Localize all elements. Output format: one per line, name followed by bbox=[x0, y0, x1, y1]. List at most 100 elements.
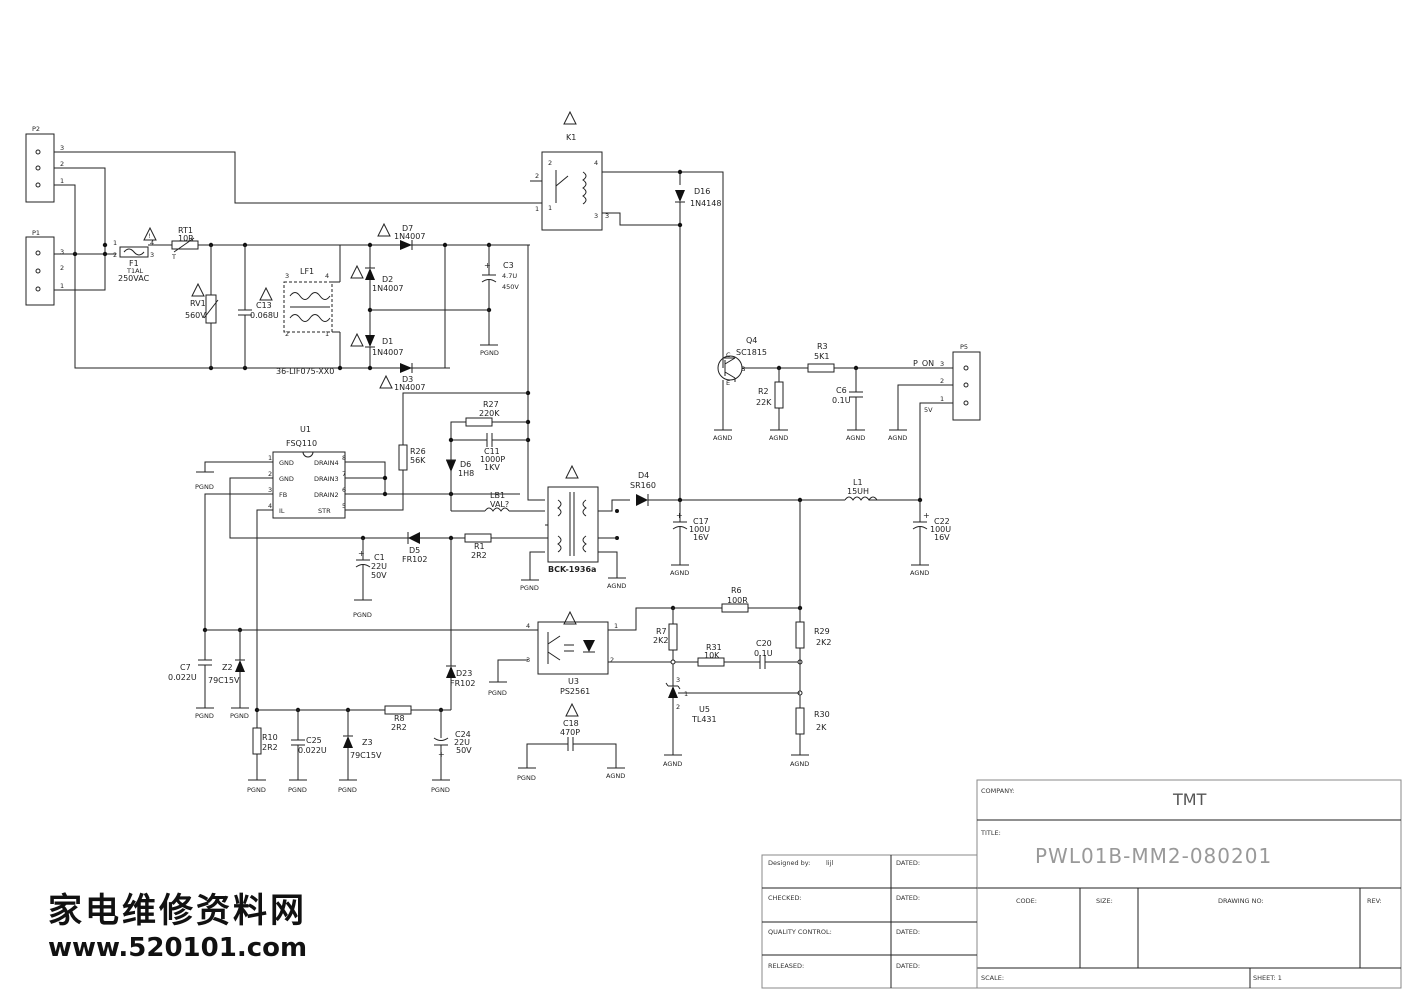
z2-ref: Z2 bbox=[222, 663, 233, 672]
connector-p2: P2 3 2 1 bbox=[25, 125, 64, 203]
p5-net-5v: 5V bbox=[924, 406, 933, 414]
input-wiring bbox=[54, 151, 530, 369]
c20-value: 0.1U bbox=[754, 649, 773, 658]
k1-pin1: 1 bbox=[548, 204, 552, 212]
u1-pin2-name: GND bbox=[279, 475, 294, 483]
svg-text:!: ! bbox=[148, 232, 151, 240]
c1-voltage: 50V bbox=[371, 571, 387, 580]
r30-ref: R30 bbox=[814, 710, 830, 719]
q4-gnd: AGND bbox=[713, 434, 732, 442]
capacitor-c24: + C24 22U 50V PGND bbox=[431, 710, 472, 794]
c11-ref: C11 bbox=[484, 447, 500, 456]
lf1-ref: LF1 bbox=[300, 267, 314, 276]
u1-pin1-num: 1 bbox=[268, 454, 272, 462]
u1-pin3-name: FB bbox=[279, 491, 287, 499]
lb1-ref: LB1 bbox=[490, 491, 505, 500]
c7-value: 0.022U bbox=[168, 673, 197, 682]
diode-d16: D16 1N4148 bbox=[675, 169, 721, 500]
lf1-pin1: 1 bbox=[325, 330, 329, 338]
u1-pin6-name: DRAIN2 bbox=[314, 491, 339, 499]
c13-value: 0.068U bbox=[250, 311, 279, 320]
r31-value: 10K bbox=[704, 651, 720, 660]
shunt-regulator-u5: 3 2 1 U5 TL431 AGND bbox=[663, 664, 800, 768]
capacitor-c7: C7 0.022U PGND bbox=[168, 627, 528, 720]
u3-gnd: PGND bbox=[488, 689, 507, 697]
r27-value: 220K bbox=[479, 409, 500, 418]
r3-value: 5K1 bbox=[814, 352, 829, 361]
u1-pin5-name: STR bbox=[318, 507, 331, 515]
lf1-pin2: 2 bbox=[285, 330, 289, 338]
drawing-no-label: DRAWING NO: bbox=[1218, 897, 1264, 905]
c22-ref: C22 bbox=[934, 517, 950, 526]
p1-pin3: 3 bbox=[60, 248, 64, 256]
c3-gnd: PGND bbox=[480, 349, 499, 357]
connector-p1: P1 3 2 1 bbox=[25, 229, 64, 306]
svg-text:+: + bbox=[923, 511, 930, 520]
c3-ref: C3 bbox=[503, 261, 514, 270]
c11-voltage: 1KV bbox=[484, 463, 500, 472]
capacitor-c22: + C22 100U 16V AGND bbox=[910, 500, 951, 577]
resistor-r30: R30 2K AGND bbox=[790, 707, 830, 768]
d16-value: 1N4148 bbox=[690, 199, 721, 208]
d7-ref: D7 bbox=[402, 224, 413, 233]
u3-pin3: 3 bbox=[526, 656, 530, 664]
bridge-rectifier: D7 1N4007 D2 1N4007 D1 1N4007 D3 1N4007 bbox=[337, 222, 492, 392]
c3-voltage: 450V bbox=[502, 283, 519, 291]
capacitor-c17: + C17 100U 16V AGND bbox=[670, 500, 710, 577]
dated-label-2: DATED: bbox=[896, 894, 920, 902]
rt1-value: 10R bbox=[178, 234, 194, 243]
d6-value: 1H8 bbox=[458, 469, 474, 478]
z2-gnd: PGND bbox=[230, 712, 249, 720]
u1-pin6-num: 6 bbox=[342, 486, 346, 494]
aux-bottom-rail bbox=[254, 707, 451, 713]
c18-value: 470P bbox=[560, 728, 580, 737]
u3-ref: U3 bbox=[568, 677, 579, 686]
p1-pin2: 2 bbox=[60, 264, 64, 272]
rv1-ref: RV1 bbox=[190, 299, 206, 308]
released-label: RELEASED: bbox=[768, 962, 804, 970]
diode-d4: D4 SR160 bbox=[630, 471, 845, 506]
dated-label-3: DATED: bbox=[896, 928, 920, 936]
transformer-agnd: AGND bbox=[607, 582, 626, 590]
c17-gnd: AGND bbox=[670, 569, 689, 577]
u5-pin2: 2 bbox=[676, 703, 680, 711]
resistor-r31: R31 10K bbox=[675, 643, 760, 667]
q4-pin-c: C bbox=[726, 351, 731, 359]
q4-pin-b: B bbox=[741, 365, 745, 373]
c7-ref: C7 bbox=[180, 663, 191, 672]
u1-pin2-num: 2 bbox=[268, 470, 272, 478]
r29-ref: R29 bbox=[814, 627, 830, 636]
u5-pin3: 3 bbox=[676, 676, 680, 684]
r3-ref: R3 bbox=[817, 342, 828, 351]
dated-label-1: DATED: bbox=[896, 859, 920, 867]
company-name: TMT bbox=[1172, 790, 1207, 809]
k1-pin4: 4 bbox=[594, 159, 598, 167]
q4-pin-e: E bbox=[726, 379, 730, 387]
k1-ext2: 2 bbox=[535, 172, 539, 180]
rt1-mark: T bbox=[171, 253, 176, 261]
c1-value: 22U bbox=[371, 562, 387, 571]
r6-value: 100R bbox=[727, 596, 748, 605]
r27-ref: R27 bbox=[483, 400, 499, 409]
u3-pin1: 1 bbox=[614, 622, 618, 630]
diode-d5: D5 FR102 bbox=[360, 532, 465, 564]
capacitor-c20: C20 0.1U bbox=[754, 639, 803, 669]
p1-pin1: 1 bbox=[60, 282, 64, 290]
c6-value: 0.1U bbox=[832, 396, 851, 405]
lb1-value: VAL? bbox=[490, 500, 509, 509]
lf1-part: 36-LIF075-XX0 bbox=[276, 367, 334, 376]
k1-pin3: 3 bbox=[594, 212, 598, 220]
d6-ref: D6 bbox=[460, 460, 471, 469]
c25-gnd: PGND bbox=[288, 786, 307, 794]
p5-net-pon: P_ON bbox=[913, 359, 934, 368]
l1-value: 15UH bbox=[847, 487, 869, 496]
watermark-url: www.520101.com bbox=[48, 933, 307, 963]
z2-value: 79C15V bbox=[208, 676, 240, 685]
u3-part: PS2561 bbox=[560, 687, 590, 696]
k1-ext3: 3 bbox=[605, 212, 609, 220]
c17-ref: C17 bbox=[693, 517, 709, 526]
diode-d23: D23 FR102 bbox=[446, 538, 475, 710]
z3-ref: Z3 bbox=[362, 738, 373, 747]
d23-value: FR102 bbox=[450, 679, 475, 688]
r29-value: 2K2 bbox=[816, 638, 831, 647]
